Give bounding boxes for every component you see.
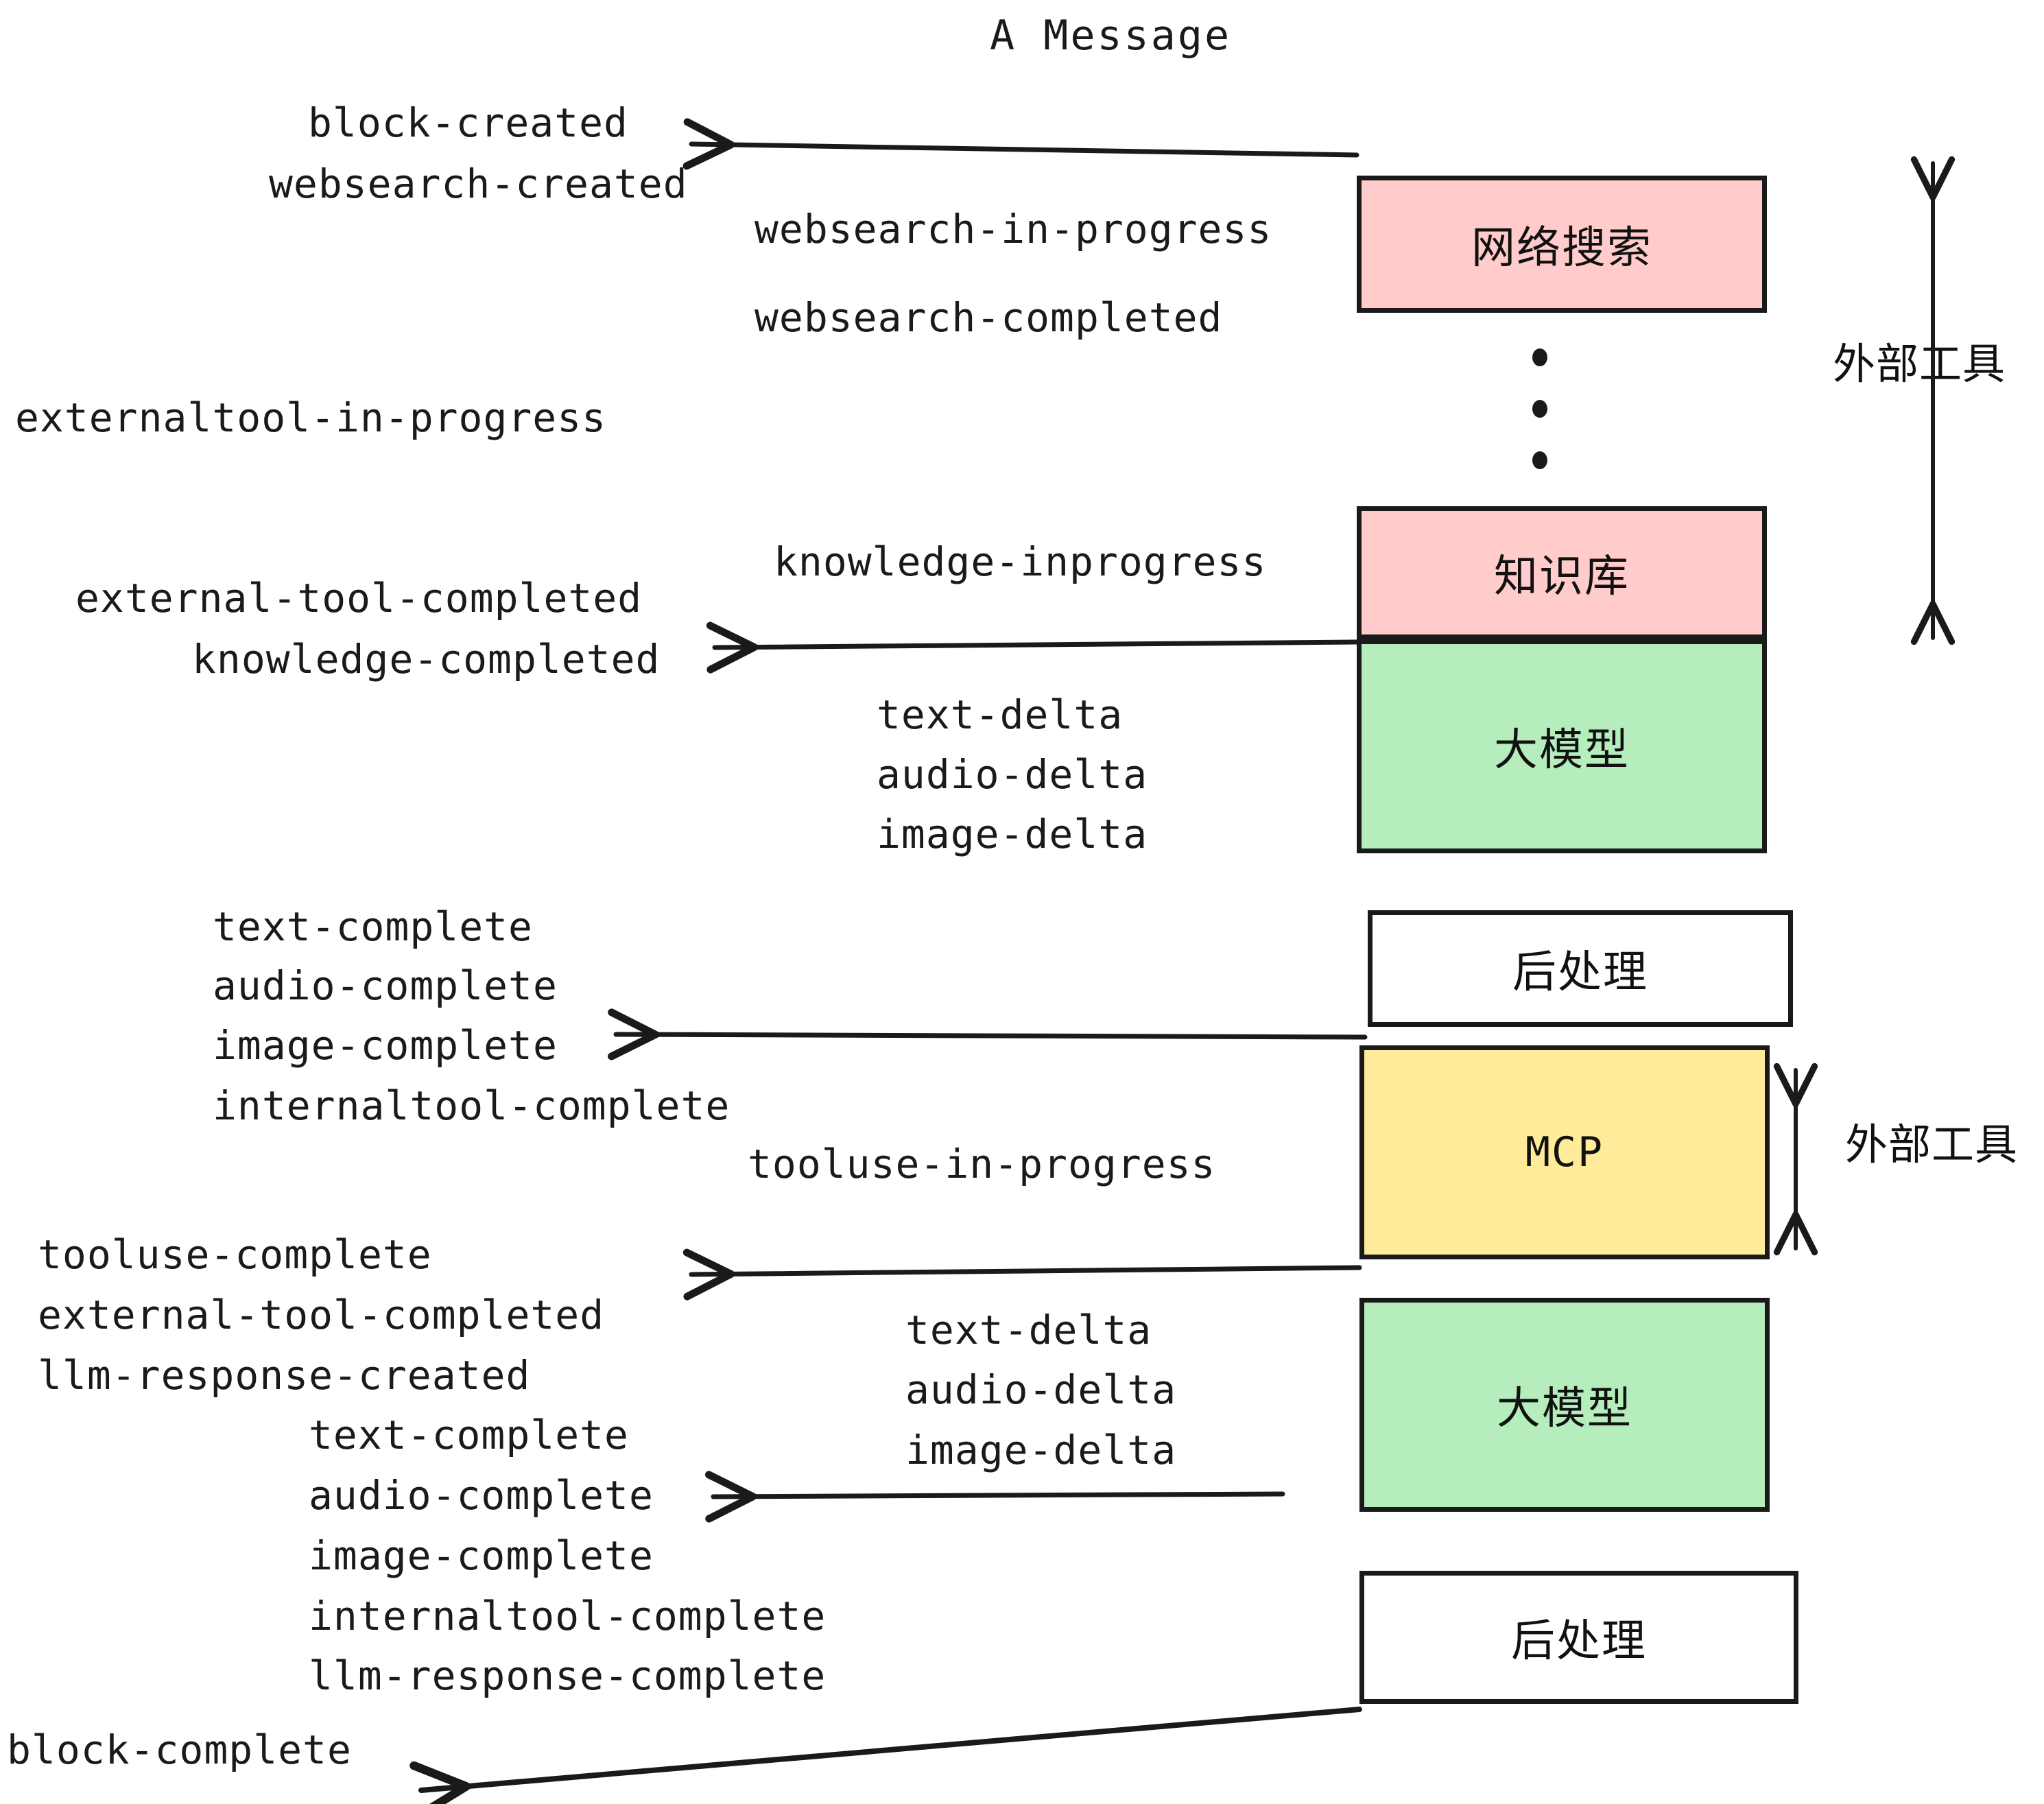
event-label-text-delta-1: text-delta [877, 691, 1124, 738]
event-label-block-created: block-created [308, 99, 628, 146]
event-label-llm-response-created: llm-response-created [38, 1352, 531, 1399]
event-label-audio-complete-1: audio-complete [213, 962, 558, 1009]
node-postprocess-1[interactable]: 后处理 [1368, 910, 1793, 1027]
node-llm-2-label: 大模型 [1497, 1384, 1632, 1434]
arrow-knowledge-to-knowledge-completed [706, 621, 1359, 674]
event-label-text-complete-1: text-complete [213, 903, 533, 950]
arrow-postprocess-1-to-image-complete [608, 1008, 1368, 1060]
event-label-externaltool-in-progress: externaltool-in-progress [15, 394, 607, 441]
side-annotation-external-tools-bottom: 外部工具 [1845, 1119, 2019, 1170]
event-label-tooluse-complete: tooluse-complete [38, 1231, 432, 1278]
side-annotation-external-tools-top: 外部工具 [1833, 339, 2006, 389]
node-llm-1-label: 大模型 [1494, 725, 1630, 776]
event-label-llm-response-complete: llm-response-complete [309, 1652, 827, 1699]
node-knowledge-label: 知识库 [1494, 551, 1630, 602]
event-label-image-delta-1: image-delta [877, 811, 1148, 857]
event-label-websearch-completed: websearch-completed [754, 294, 1223, 341]
node-llm-2[interactable]: 大模型 [1359, 1298, 1770, 1512]
node-postprocess-2-label: 后处理 [1511, 1616, 1647, 1667]
node-postprocess-2[interactable]: 后处理 [1359, 1571, 1798, 1704]
node-mcp[interactable]: MCP [1359, 1045, 1770, 1259]
event-label-audio-delta-1: audio-delta [877, 751, 1148, 798]
event-label-block-complete: block-complete [7, 1726, 352, 1773]
event-label-audio-delta-2: audio-delta [905, 1366, 1177, 1413]
node-websearch-label: 网络搜索 [1471, 223, 1652, 274]
arrow-postprocess-2-to-block-complete [409, 1707, 1362, 1804]
event-label-text-delta-2: text-delta [905, 1307, 1152, 1353]
arrow-websearch-to-block-created [682, 118, 1359, 170]
ellipsis-dot-icon [1532, 348, 1547, 366]
ellipsis-dot-icon [1532, 451, 1547, 469]
event-label-image-delta-2: image-delta [905, 1427, 1177, 1473]
event-label-external-tool-completed-1: external-tool-completed [75, 575, 643, 621]
ellipsis-dot-icon [1532, 400, 1547, 418]
node-mcp-label: MCP [1525, 1128, 1604, 1176]
node-knowledge[interactable]: 知识库 [1357, 506, 1767, 639]
event-label-audio-complete-2: audio-complete [309, 1472, 654, 1519]
diagram-title: A Message [990, 12, 1232, 60]
arrow-mcp-to-tooluse-complete [682, 1248, 1362, 1301]
event-label-tooluse-in-progress: tooluse-in-progress [748, 1141, 1216, 1187]
event-label-websearch-created: websearch-created [269, 161, 688, 207]
node-postprocess-1-label: 后处理 [1512, 947, 1648, 998]
event-label-image-complete-2: image-complete [309, 1532, 654, 1579]
arrow-llm-2-to-audio-complete [704, 1471, 1285, 1523]
event-label-knowledge-inprogress: knowledge-inprogress [774, 538, 1267, 585]
event-label-knowledge-completed: knowledge-completed [192, 636, 661, 683]
event-label-external-tool-completed-2: external-tool-completed [38, 1292, 605, 1338]
node-llm-1[interactable]: 大模型 [1357, 639, 1767, 853]
node-websearch[interactable]: 网络搜索 [1357, 176, 1767, 313]
event-label-internaltool-complete-2: internaltool-complete [309, 1593, 827, 1639]
event-label-internaltool-complete-1: internaltool-complete [213, 1082, 730, 1129]
event-label-websearch-in-progress: websearch-in-progress [754, 206, 1272, 252]
event-label-image-complete-1: image-complete [213, 1022, 558, 1069]
event-label-text-complete-2: text-complete [309, 1412, 629, 1458]
